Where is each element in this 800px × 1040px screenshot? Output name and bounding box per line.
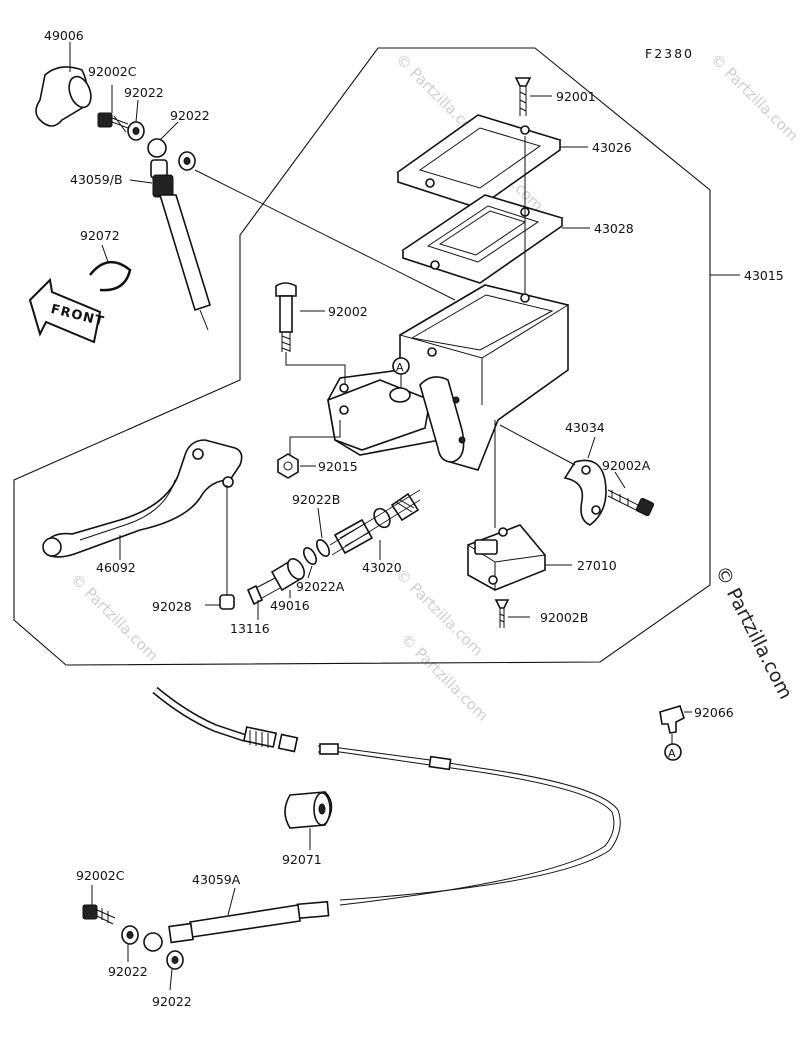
nut-92015: [277, 420, 341, 479]
bolt-92002A: [607, 471, 655, 517]
bolt-92002: [275, 282, 346, 385]
label-92066: 92066: [694, 705, 734, 720]
callout-a-body: A: [392, 357, 410, 388]
label-43034: 43034: [565, 420, 605, 435]
watermark: © Partzilla.com: [707, 50, 800, 145]
watermark: © Partzilla.com: [67, 570, 162, 665]
washer-92022-d: [166, 950, 184, 991]
banjo-fitting: [147, 121, 179, 179]
bolt-92002C-top: [97, 85, 129, 133]
label-92001: 92001: [556, 89, 596, 104]
banjo-bottom: [143, 932, 163, 952]
washer-92022A: [302, 547, 318, 579]
label-43028: 43028: [594, 221, 634, 236]
clip-92072: [89, 244, 132, 292]
watermark-side: © Partzilla.com: [711, 562, 797, 703]
washer-92022-b: [178, 151, 196, 171]
label-92022-a: 92022: [124, 85, 164, 100]
label-92002C-bottom: 92002C: [76, 868, 125, 883]
clamp-43034: [499, 424, 607, 526]
label-92072: 92072: [80, 228, 120, 243]
label-92028: 92028: [152, 599, 192, 614]
guide-line: [194, 169, 456, 301]
label-92071: 92071: [282, 852, 322, 867]
hose-43059B: [129, 174, 211, 331]
label-46092: 46092: [96, 560, 136, 575]
switch-27010: [467, 420, 572, 591]
label-13116: 13116: [230, 621, 270, 636]
label-92022A: 92022A: [296, 579, 345, 594]
diagram-code: F2380: [645, 46, 694, 61]
piston-kit-43020: [329, 489, 421, 560]
label-92022-d: 92022: [152, 994, 192, 1009]
label-43026: 43026: [592, 140, 632, 155]
washer-92022-c: [121, 925, 139, 962]
callout-letter: A: [396, 361, 404, 374]
assembly-outline: [13, 47, 711, 666]
label-92002A: 92002A: [602, 458, 651, 473]
master-cylinder-body: [327, 284, 570, 471]
reservoir-cap-43026: [396, 114, 588, 209]
screw-92002B: [494, 599, 530, 628]
label-92022-b: 92022: [170, 108, 210, 123]
callout-letter-bottom: A: [668, 747, 676, 760]
lever-46092: [42, 439, 243, 560]
label-43015: 43015: [744, 268, 784, 283]
label-43059B: 43059/B: [70, 172, 123, 187]
label-92002B: 92002B: [540, 610, 588, 625]
diaphragm-43028: [401, 194, 590, 284]
bolt-92002C-bottom: [82, 885, 116, 925]
clutch-cable: [152, 686, 621, 944]
pushrod-13116: [246, 577, 281, 620]
sleeve-92071: [284, 791, 333, 850]
boot-49016: [270, 558, 305, 598]
screw-92001: [514, 77, 552, 116]
front-arrow: FRONT: [28, 277, 106, 344]
boot-49006: [35, 42, 92, 127]
pin-92028: [205, 485, 235, 610]
label-49006: 49006: [44, 28, 84, 43]
label-92002C-top: 92002C: [88, 64, 137, 79]
label-92022B: 92022B: [292, 492, 340, 507]
label-43059A: 43059A: [192, 872, 241, 887]
cap-92066: A: [659, 705, 692, 761]
label-43020: 43020: [362, 560, 402, 575]
washer-92022-a: [127, 99, 145, 141]
label-27010: 27010: [577, 558, 617, 573]
circlip-92022B: [315, 507, 331, 557]
label-92002: 92002: [328, 304, 368, 319]
label-49016: 49016: [270, 598, 310, 613]
part-labels: 49006 92002C 92022 92022 43059/B 92072 9…: [44, 28, 784, 1009]
label-92022-c: 92022: [108, 964, 148, 979]
label-92015: 92015: [318, 459, 358, 474]
